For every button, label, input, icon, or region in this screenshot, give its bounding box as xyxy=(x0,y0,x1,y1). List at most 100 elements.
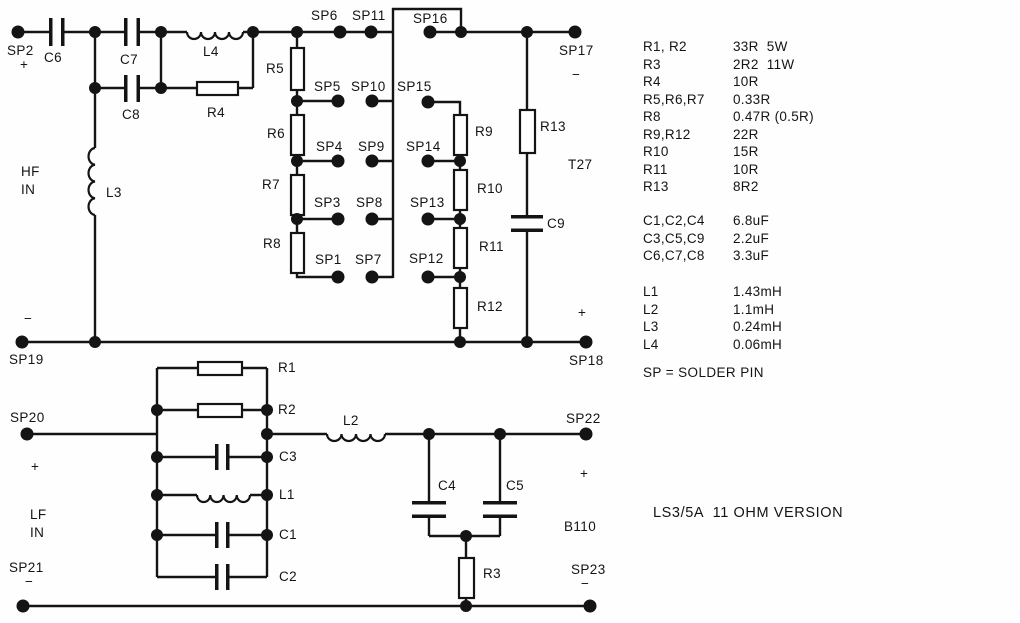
solder-pin-SP1 xyxy=(331,270,345,284)
junction-dot xyxy=(291,155,303,167)
junction-dot xyxy=(454,155,466,167)
label-sp10: SP10 xyxy=(351,79,386,94)
label-minus-sp23: − xyxy=(581,576,590,591)
label-minus-hf: − xyxy=(24,311,33,326)
solder-pin-SP5 xyxy=(331,94,345,108)
solder-pin-SP9 xyxy=(365,154,379,168)
label-sp17: SP17 xyxy=(559,43,594,58)
resistor-R3-body xyxy=(457,556,476,600)
solder-pin-SP3 xyxy=(331,212,345,226)
part-name: C3,C5,C9 xyxy=(643,230,705,246)
wire-rail-stubs xyxy=(372,99,393,279)
label-sp13: SP13 xyxy=(410,195,445,210)
parts-row: L3 0.24mH xyxy=(643,319,782,337)
label-minus-sp17: − xyxy=(572,67,581,82)
label-t27: T27 xyxy=(568,157,593,172)
solder-pin-SP18 xyxy=(579,335,593,349)
label-c3: C3 xyxy=(279,449,298,464)
resistor-R5-body xyxy=(289,46,306,92)
label-c6: C6 xyxy=(44,50,63,65)
label-l1: L1 xyxy=(279,487,295,502)
solder-pin-SP23 xyxy=(583,599,597,613)
part-value: 0.47R (0.5R) xyxy=(733,109,814,124)
part-value: 0.24mH xyxy=(733,319,783,334)
capacitor-C2 xyxy=(215,564,230,590)
solder-pin-SP11 xyxy=(364,25,378,39)
solder-pin-SP16 xyxy=(423,25,437,39)
capacitors xyxy=(49,18,543,590)
resistor-R9-body xyxy=(452,113,469,157)
junction-dot xyxy=(89,26,101,38)
part-value: 3.3uF xyxy=(733,248,770,263)
junction-dot xyxy=(247,26,259,38)
label-plus-sp22: + xyxy=(580,466,589,481)
label-r11: R11 xyxy=(479,239,504,254)
part-value: 2.2uF xyxy=(733,230,770,246)
part-value: 15R xyxy=(733,144,759,159)
part-value: 10R xyxy=(733,161,759,177)
solder-pin-SP10 xyxy=(365,94,379,108)
junction-dot xyxy=(494,428,506,440)
wire-lf-rows xyxy=(157,366,267,579)
label-solder-pin-note: SP = SOLDER PIN xyxy=(643,365,764,380)
capacitor-C5 xyxy=(483,501,517,518)
label-sp22: SP22 xyxy=(566,411,601,426)
part-name: L2 xyxy=(643,301,659,317)
resistor-R12-body xyxy=(452,286,469,330)
part-value: 0.33R xyxy=(733,91,771,107)
label-plus-sp18: + xyxy=(578,305,587,320)
wire-tap-box xyxy=(391,7,463,278)
solder-pins-and-junctions xyxy=(11,25,597,613)
junction-dot xyxy=(261,404,273,416)
resistors xyxy=(195,46,537,600)
junction-dot xyxy=(291,26,303,38)
label-sp3: SP3 xyxy=(314,195,341,210)
label-sp2: SP2 xyxy=(7,43,34,58)
solder-pin-SP7 xyxy=(365,270,379,284)
parts-row: C3,C5,C9 2.2uF xyxy=(643,231,769,249)
part-name: L3 xyxy=(643,319,659,334)
solder-pin-SP19 xyxy=(15,335,29,349)
junction-dot xyxy=(423,428,435,440)
junction-dot xyxy=(454,271,466,283)
solder-pin-SP22 xyxy=(579,427,593,441)
inductor-L4-coil xyxy=(185,31,245,41)
junction-dot xyxy=(460,530,472,542)
solder-pin-SP12 xyxy=(421,270,435,284)
inductors xyxy=(87,31,387,504)
label-c9: C9 xyxy=(547,216,566,231)
label-b110: B110 xyxy=(564,519,597,534)
solder-pin-SP2 xyxy=(11,25,25,39)
label-sp8: SP8 xyxy=(356,195,383,210)
label-sp5: SP5 xyxy=(314,79,341,94)
label-sp11: SP11 xyxy=(352,8,386,23)
label-hf-in-1: HF xyxy=(21,164,40,179)
label-plus-hf: + xyxy=(20,57,29,72)
part-value: 0.06mH xyxy=(733,336,783,352)
part-name: R11 xyxy=(643,161,668,177)
label-sp20: SP20 xyxy=(10,410,45,425)
junction-dot xyxy=(151,529,163,541)
part-name: R13 xyxy=(643,179,669,194)
label-version: LS3/5A 11 OHM VERSION xyxy=(653,505,844,521)
label-sp7: SP7 xyxy=(355,252,382,267)
part-name: R1, R2 xyxy=(643,39,687,54)
resistor-R1-body xyxy=(196,360,244,377)
label-lf-in-1: LF xyxy=(30,507,47,522)
capacitor-C9 xyxy=(511,215,543,232)
resistor-R2-body xyxy=(196,402,244,419)
solder-pin-SP14 xyxy=(421,154,435,168)
wire-c4-c5 xyxy=(427,434,502,538)
inductor-L2-coil xyxy=(325,433,387,443)
label-lf-in-2: IN xyxy=(30,525,45,540)
label-minus-lf: − xyxy=(25,574,34,589)
junction-dot xyxy=(521,26,533,38)
part-value: 1.1mH xyxy=(733,301,775,317)
